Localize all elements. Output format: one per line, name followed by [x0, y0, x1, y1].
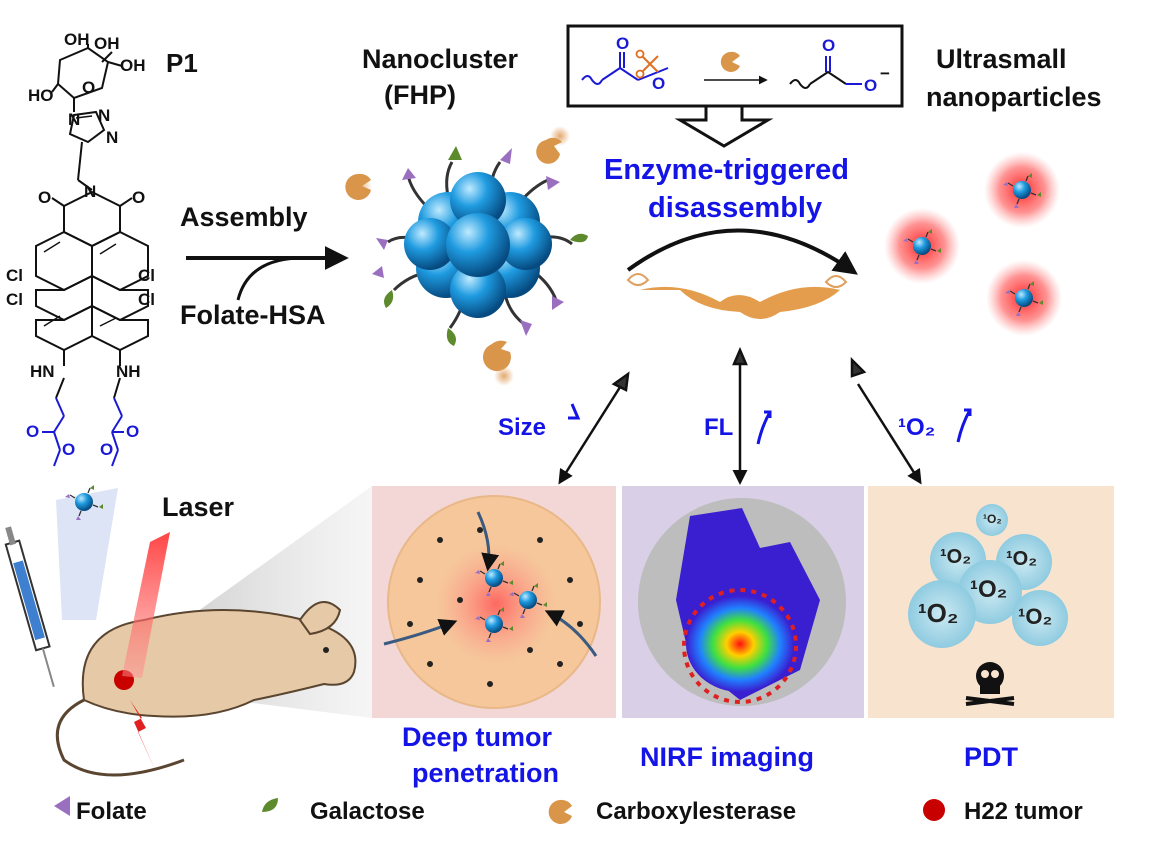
chem-oh-1: OH	[64, 30, 90, 49]
laser-beam	[122, 532, 170, 678]
legend-carboxylesterase: Carboxylesterase	[596, 798, 797, 825]
rx-product-o-minus: O	[864, 76, 878, 95]
chem-n-1: N	[68, 110, 81, 129]
skull-crossbones-icon	[965, 662, 1015, 706]
chem-cl-3: Cl	[6, 290, 23, 309]
galactose-leaf-icon	[262, 798, 278, 812]
ultrasmall-label-2: nanoparticles	[926, 82, 1102, 112]
legend-icons	[54, 796, 945, 824]
outcome-arrows	[558, 346, 972, 485]
legend-h22-tumor: H22 tumor	[964, 798, 1083, 825]
nanocluster-label: Nanocluster	[362, 44, 519, 74]
fhp-label: (FHP)	[384, 80, 456, 110]
compound-label: P1	[166, 48, 198, 78]
rx-ester-o: O	[652, 74, 666, 93]
chem-n-2: N	[98, 106, 111, 125]
chem-n-3: N	[106, 128, 119, 147]
nanocluster-spheres	[404, 172, 552, 318]
chem-imide-o-2: O	[132, 188, 146, 207]
legend-folate: Folate	[76, 798, 147, 825]
deep-tumor-label-2: penetration	[412, 758, 560, 788]
rx-product-o: O	[822, 36, 836, 55]
pdt-bubble-text: ¹O₂	[918, 598, 959, 628]
chem-ho: HO	[28, 86, 54, 105]
chem-ester-o-2: O	[62, 440, 76, 459]
chem-cl-1: Cl	[6, 266, 23, 285]
pdt-bubble-text: ¹O₂	[970, 576, 1008, 603]
panel-nirf-imaging	[622, 486, 864, 718]
pdt-bubble-text: ¹O₂	[940, 546, 972, 568]
singlet-oxygen-label: ¹O₂	[898, 414, 936, 441]
chem-imide-n: N	[84, 182, 97, 201]
disassembly-arc	[626, 228, 858, 358]
p1-chemical-structure	[35, 44, 149, 399]
enzyme-label-1: Enzyme-triggered	[604, 154, 849, 186]
pdt-bubble-text: ¹O₂	[1018, 604, 1053, 629]
chem-ester-o-1: O	[26, 422, 40, 441]
rx-charge: −	[880, 64, 890, 83]
mouse-illustration	[55, 601, 357, 777]
chem-ring-o: O	[82, 78, 96, 97]
chem-oh-2: OH	[94, 34, 120, 53]
chem-imide-o-1: O	[38, 188, 52, 207]
tumor-dot-icon	[923, 799, 945, 821]
laser-label: Laser	[162, 492, 235, 522]
assembly-arrow	[186, 246, 349, 301]
p1-ester-groups	[42, 397, 124, 467]
pdt-bubble-text: ¹O₂	[983, 512, 1002, 526]
size-label: Size	[498, 414, 547, 441]
panel-pdt	[868, 486, 1114, 718]
panel-deep-tumor	[372, 486, 616, 718]
legend-galactose: Galactose	[310, 798, 425, 825]
rx-carbonyl-o: O	[616, 34, 630, 53]
chem-ester-o-3: O	[126, 422, 140, 441]
deep-tumor-label-1: Deep tumor	[402, 722, 553, 752]
chem-oh-3: OH	[120, 56, 146, 75]
folate-triangle-icon	[54, 796, 70, 816]
assembly-label: Assembly	[180, 202, 308, 232]
ultrasmall-label-1: Ultrasmall	[936, 44, 1067, 74]
chem-cl-4: Cl	[138, 290, 155, 309]
pdt-bubble-text: ¹O₂	[1006, 548, 1038, 570]
enzyme-pacman-icon	[548, 799, 572, 824]
folate-hsa-label: Folate-HSA	[180, 300, 326, 330]
fl-label: FL	[704, 414, 734, 441]
ultrasmall-nanoparticles	[884, 152, 1062, 336]
chem-nh: NH	[116, 362, 141, 381]
chem-ester-o-4: O	[100, 440, 114, 459]
chem-hn: HN	[30, 362, 55, 381]
nirf-label: NIRF imaging	[640, 742, 814, 772]
nanocluster-fhp	[344, 126, 588, 386]
chem-cl-2: Cl	[138, 266, 155, 285]
ester-hydrolysis-box	[566, 24, 904, 148]
syringe-icon	[4, 488, 118, 688]
enzyme-label-2: disassembly	[648, 192, 823, 224]
pdt-label: PDT	[964, 742, 1018, 772]
